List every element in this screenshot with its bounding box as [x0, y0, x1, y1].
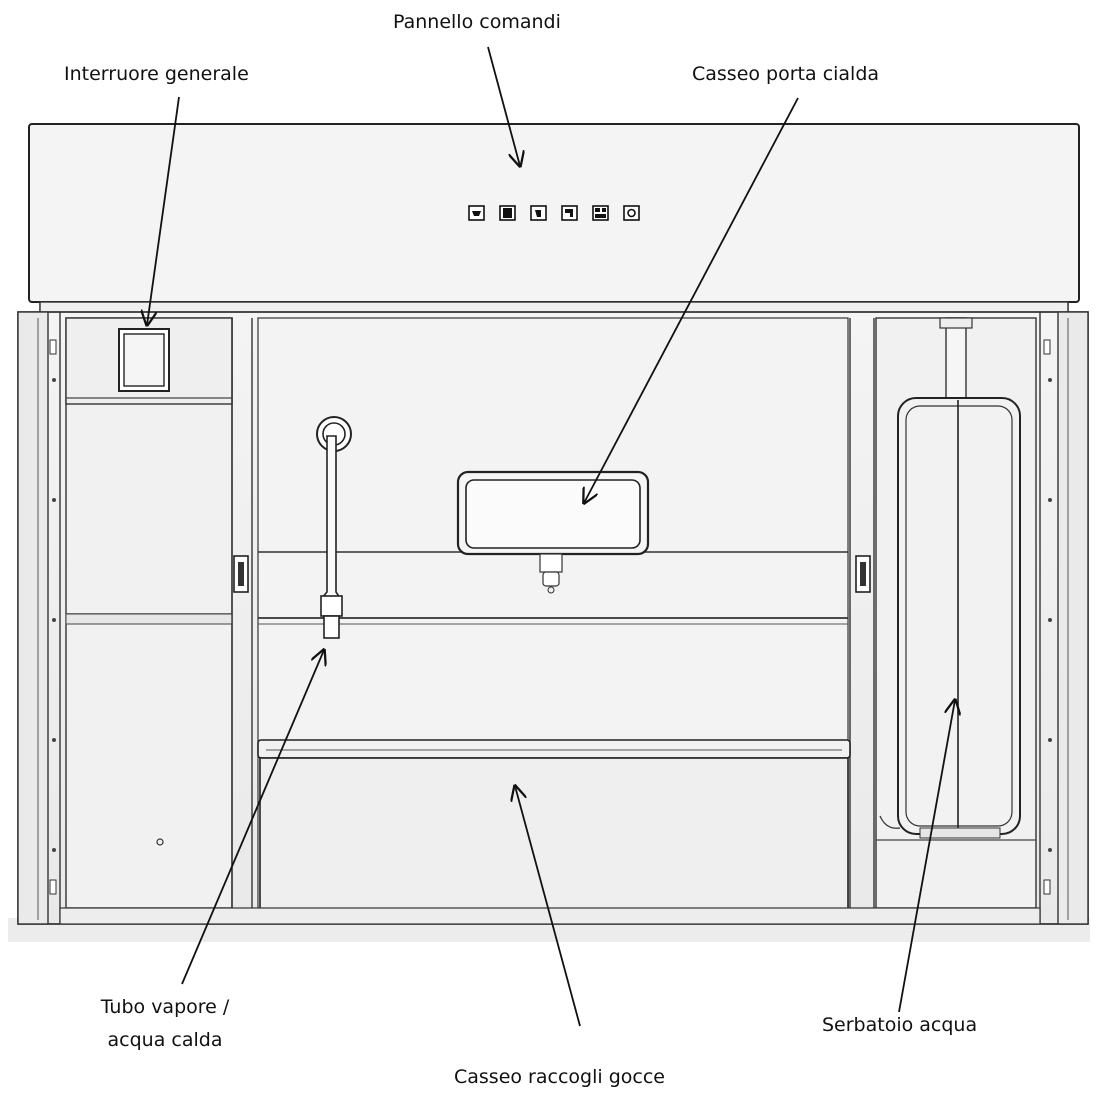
- arrow-water-tank: [898, 700, 955, 1013]
- grid-icon[interactable]: [592, 205, 609, 221]
- arrow-control-panel: [487, 46, 520, 166]
- control-panel-housing: [28, 123, 1080, 303]
- label-steam-pipe-line1: Tubo vapore /: [100, 996, 230, 1018]
- drop-icon[interactable]: [623, 205, 640, 221]
- label-main-switch: Interruore generale: [64, 63, 249, 85]
- label-water-tank: Serbatoio acqua: [822, 1014, 978, 1036]
- drip-tray[interactable]: [257, 739, 851, 923]
- arrow-main-switch: [147, 96, 180, 325]
- label-pod-drawer: Casseo porta cialda: [692, 63, 880, 85]
- square-icon[interactable]: [499, 205, 516, 221]
- left-compartment: [65, 317, 233, 909]
- cup-icon[interactable]: [468, 205, 485, 221]
- cup-small-icon[interactable]: [530, 205, 547, 221]
- steam-pipe: [316, 416, 352, 639]
- arrow-steam-pipe: [181, 650, 324, 985]
- label-control-panel: Pannello comandi: [393, 11, 561, 33]
- arrow-drip-tray: [515, 786, 581, 1027]
- control-buttons: [468, 205, 640, 221]
- callout-arrows: [147, 46, 955, 1027]
- label-drip-tray: Casseo raccogli gocce: [454, 1066, 665, 1088]
- arrow-pod-drawer: [584, 97, 799, 503]
- cup-double-icon[interactable]: [561, 205, 578, 221]
- water-tank: [879, 317, 1021, 839]
- label-steam-pipe-line2: acqua calda: [107, 1029, 223, 1051]
